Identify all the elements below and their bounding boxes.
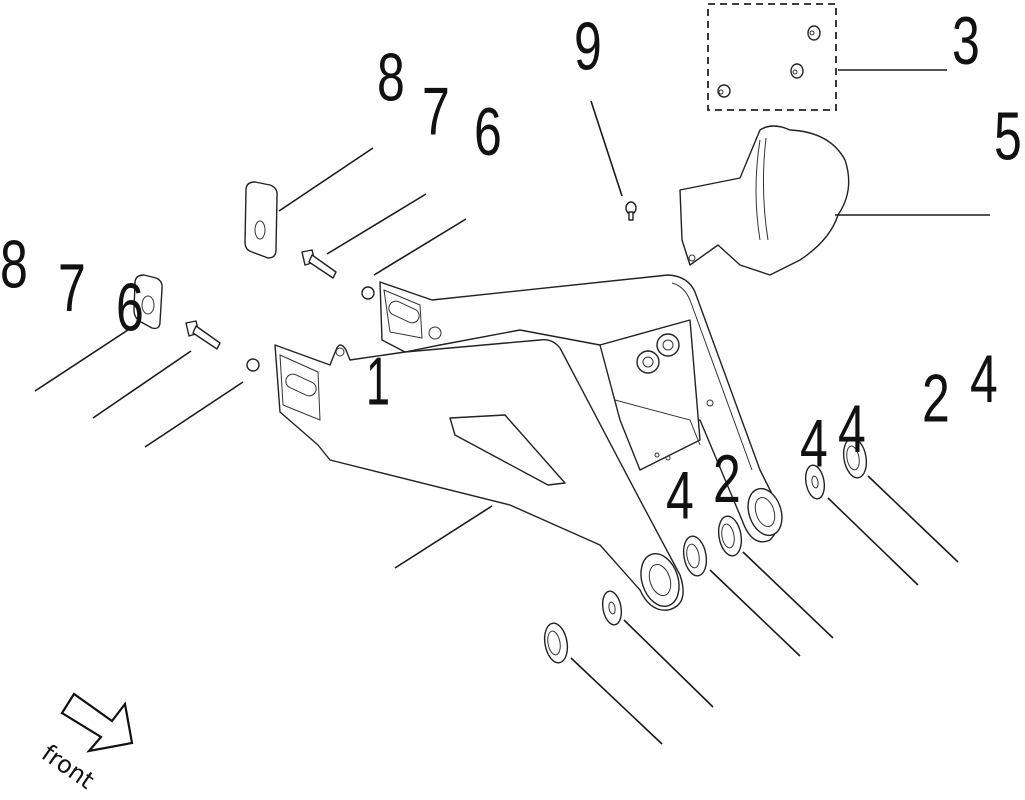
callouts: 1 3 5 9 8 7 6 8 7 6 2 4 4 4 2 4: [0, 3, 1022, 533]
leader-1: [394, 505, 493, 569]
leader-9: [590, 100, 623, 197]
callout-2-lower: 2: [713, 440, 741, 516]
bearing-part-b: [682, 535, 708, 577]
screw-part: [625, 201, 637, 221]
leader-2-upper: [827, 497, 919, 586]
callout-3: 3: [952, 3, 980, 79]
callout-4-c: 4: [838, 391, 866, 467]
callout-6-upper: 6: [474, 94, 502, 170]
bearing-part-c: [717, 515, 743, 557]
leader-4-b: [709, 569, 801, 657]
swingarm-part: [274, 274, 783, 611]
nut-part-upper: [361, 286, 375, 300]
callout-9: 9: [574, 8, 602, 84]
chain-guard-part: [679, 125, 850, 276]
leader-lines: [34, 69, 990, 745]
callout-8-lower: 8: [0, 226, 28, 302]
leader-8-upper: [278, 147, 374, 212]
adjuster-plate-part-lower: [133, 274, 163, 330]
callout-4-d: 4: [970, 341, 998, 417]
bolt-part-lower: [185, 320, 221, 350]
bearing-part-d: [842, 437, 868, 479]
bolt-part-upper: [301, 249, 337, 279]
callout-4-a: 4: [666, 457, 694, 533]
callout-1: 1: [366, 343, 390, 419]
callout-5: 5: [994, 98, 1022, 174]
callout-6-lower: 6: [116, 269, 144, 345]
leader-6-upper: [373, 218, 467, 276]
callout-4-b: 4: [800, 405, 828, 481]
direction-arrow-icon: [60, 692, 134, 753]
bearing-part-a: [543, 622, 569, 664]
callout-7-lower: 7: [58, 249, 86, 325]
adjuster-plate-part-upper: [244, 181, 278, 259]
leader-8-lower: [34, 325, 135, 392]
leader-7-upper: [326, 193, 427, 255]
callout-7-upper: 7: [422, 73, 450, 149]
nut-part-lower: [246, 358, 260, 372]
leader-6-lower: [144, 381, 244, 448]
screw-kit-part: [707, 3, 837, 111]
leader-2-lower: [623, 619, 714, 708]
washer-part-upper: [804, 464, 826, 500]
leader-7-lower: [92, 350, 192, 419]
callout-8-upper: 8: [377, 39, 405, 115]
leader-4-c: [742, 551, 834, 639]
leader-4-a: [570, 657, 663, 745]
front-label: front: [37, 739, 100, 795]
leader-4-d: [867, 475, 959, 563]
washer-part-lower: [601, 590, 623, 626]
callout-2-upper: 2: [922, 360, 950, 436]
